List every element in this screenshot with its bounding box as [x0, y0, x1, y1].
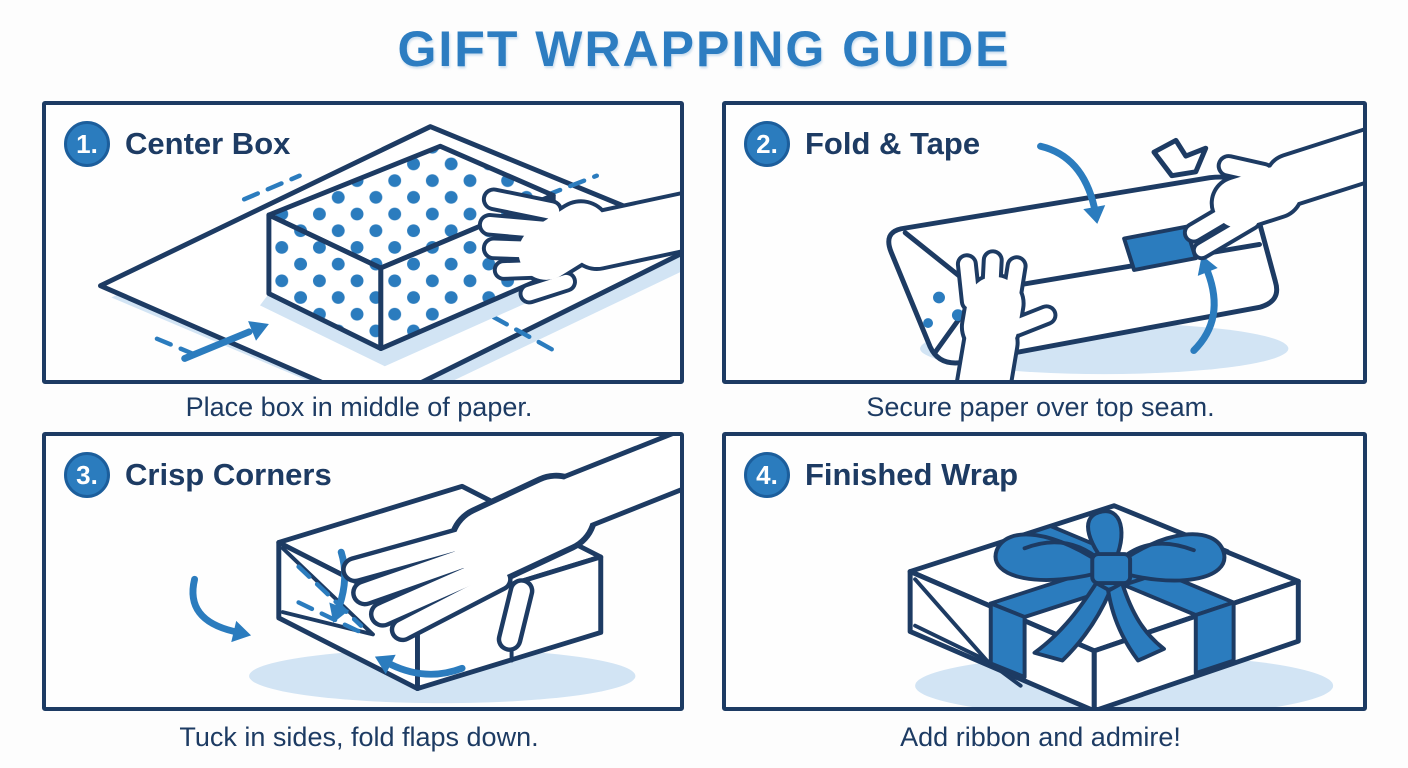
hand-taping: [1151, 127, 1363, 261]
step-heading: Center Box: [125, 126, 291, 161]
step-header-4: 4. Finished Wrap: [744, 452, 1018, 498]
step-heading: Crisp Corners: [125, 457, 332, 492]
step-badge-4: 4.: [744, 452, 790, 498]
crumpled-paper-bit: [1151, 137, 1209, 179]
step-heading: Finished Wrap: [805, 457, 1019, 492]
step-number: 3.: [76, 459, 98, 490]
step-panel-2: 2. Fold & Tape: [722, 101, 1367, 384]
step-caption: Add ribbon and admire!: [900, 722, 1181, 752]
step-caption: Secure paper over top seam.: [866, 392, 1215, 422]
step-panel-4: 4. Finished Wrap: [722, 432, 1367, 711]
step-panel-3: 3. Crisp Corners: [42, 432, 684, 711]
hand-pressing: [341, 436, 680, 652]
polka-dot: [951, 309, 964, 322]
fold-guide-dash: [154, 336, 197, 357]
hand: [477, 187, 680, 305]
fold-and-tape-illustration: [886, 127, 1363, 380]
fold-guide-dash: [544, 173, 600, 198]
bow-knot: [1090, 552, 1133, 586]
step-badge-3: 3.: [64, 452, 110, 498]
corner-flap: [280, 546, 375, 637]
polka-dot: [933, 291, 945, 304]
arrow-icon: [181, 321, 269, 362]
tuck-arrow-icon: [374, 654, 466, 678]
page-title: GIFT WRAPPING GUIDE: [397, 21, 1011, 77]
ribbon-bow: [993, 509, 1227, 663]
step-caption: Place box in middle of paper.: [185, 392, 533, 422]
step-header-2: 2. Fold & Tape: [744, 121, 980, 167]
step-heading: Fold & Tape: [805, 126, 981, 161]
crisp-corners-illustration: [189, 436, 680, 704]
hand-holding: [955, 249, 1058, 380]
step-badge-1: 1.: [64, 121, 110, 167]
fold-guide-dash: [241, 173, 302, 202]
step-number: 1.: [76, 128, 98, 159]
polka-dot: [923, 318, 934, 328]
step-number: 2.: [756, 128, 778, 159]
fold-arrow-icon: [1037, 142, 1106, 224]
fold-guide-dash: [491, 314, 564, 357]
step-caption: Tuck in sides, fold flaps down.: [179, 722, 539, 752]
step-panel-1: 1. Center Box: [42, 101, 684, 384]
center-box-illustration: [98, 124, 680, 380]
tuck-arrow-icon: [189, 575, 252, 643]
step-header-1: 1. Center Box: [64, 121, 290, 167]
finished-wrap-illustration: [907, 503, 1334, 707]
step-header-3: 3. Crisp Corners: [64, 452, 332, 498]
step-number: 4.: [756, 459, 778, 490]
step-badge-2: 2.: [744, 121, 790, 167]
fold-arrow-icon: [1190, 255, 1218, 354]
